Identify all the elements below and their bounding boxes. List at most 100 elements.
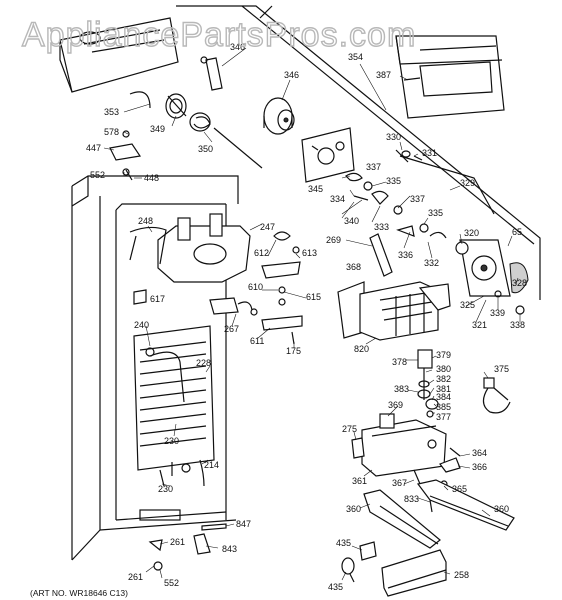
leader-lines — [103, 47, 521, 581]
mount-brackets-drawing — [261, 231, 303, 345]
callout-248: 248 — [138, 216, 153, 226]
callout-611: 611 — [250, 336, 264, 346]
callout-338: 338 — [510, 320, 525, 330]
callout-267: 267 — [224, 324, 239, 334]
callout-336: 336 — [398, 250, 413, 260]
callout-348: 346 — [230, 42, 245, 52]
callout-230-a: 230 — [164, 436, 179, 446]
callout-833: 833 — [404, 494, 419, 504]
spring-rod-drawing — [189, 112, 263, 169]
callout-435-b: 435 — [328, 582, 343, 592]
clip-617-drawing — [133, 289, 147, 305]
callout-339: 339 — [490, 308, 505, 318]
callout-228: 228 — [196, 358, 211, 368]
bottom-hardware-drawing — [148, 523, 227, 571]
callout-350: 350 — [198, 144, 213, 154]
cabinet-outline-drawing — [176, 5, 541, 300]
callout-345: 345 — [308, 184, 323, 194]
callout-610: 610 — [248, 282, 263, 292]
auger-drawing — [165, 93, 187, 119]
callout-368: 368 — [346, 262, 361, 272]
callout-329: 329 — [460, 178, 475, 188]
callout-381: 381 — [436, 384, 451, 394]
art-number: (ART NO. WR18646 C13) — [30, 588, 128, 598]
callout-330: 330 — [386, 132, 401, 142]
dispenser-housing-drawing — [351, 413, 461, 477]
dispenser-arms-drawing — [363, 479, 515, 549]
thermostat-drawing — [209, 297, 258, 316]
light-bulb-drawing — [341, 541, 377, 583]
callout-349: 349 — [150, 124, 165, 134]
callout-331: 331 — [422, 148, 437, 158]
callout-320: 320 — [464, 228, 479, 238]
callout-375: 375 — [494, 364, 509, 374]
rod-269-drawing — [369, 233, 393, 277]
mold-motor-drawing — [455, 239, 529, 315]
callout-321: 321 — [472, 320, 487, 330]
callout-258: 258 — [454, 570, 469, 580]
callout-382: 382 — [436, 374, 451, 384]
hardware-cluster-drawing — [345, 149, 447, 239]
callout-447: 447 — [86, 143, 101, 153]
callout-360-b: 360 — [494, 504, 509, 514]
callout-448: 448 — [144, 173, 159, 183]
watermark: AppliancePartsPros.com — [22, 16, 416, 54]
callout-261-a: 261 — [170, 537, 185, 547]
bracket-plate-drawing — [301, 127, 355, 183]
clip-348-drawing — [200, 56, 223, 91]
fan-motor-drawing — [129, 213, 251, 283]
callout-367: 367 — [392, 478, 407, 488]
callout-261-b: 261 — [128, 572, 143, 582]
callout-380: 380 — [436, 364, 451, 374]
callout-335-b: 335 — [428, 208, 443, 218]
callout-325: 325 — [460, 300, 475, 310]
callout-335-a: 335 — [386, 176, 401, 186]
callout-247: 247 — [260, 222, 275, 232]
callout-612: 612 — [254, 248, 269, 258]
evaporator-drawing — [133, 325, 215, 476]
callout-333: 333 — [374, 222, 389, 232]
callout-379: 379 — [436, 350, 451, 360]
callout-366: 366 — [472, 462, 487, 472]
motor-drum-drawing — [263, 97, 295, 135]
callout-labels: 346 346 354 387 353 349 578 350 447 552 … — [86, 42, 527, 592]
callout-269: 269 — [326, 235, 341, 245]
callout-337-a: 337 — [366, 162, 381, 172]
callout-214: 214 — [204, 460, 219, 470]
callout-377: 377 — [436, 412, 451, 422]
callout-383: 383 — [394, 384, 409, 394]
callout-275: 275 — [342, 424, 357, 434]
callout-617: 617 — [150, 294, 165, 304]
callout-65: 65 — [512, 227, 522, 237]
shelf-tray-drawing — [59, 17, 179, 109]
callout-578: 578 — [104, 127, 119, 137]
ice-maker-drawing — [337, 281, 451, 341]
callout-230-b: 230 — [158, 484, 173, 494]
callout-346: 346 — [284, 70, 299, 80]
callout-364: 364 — [472, 448, 487, 458]
callout-384: 384 — [436, 392, 451, 402]
callout-340: 340 — [344, 216, 359, 226]
small-left-parts-drawing — [109, 130, 142, 181]
callout-613: 613 — [302, 248, 317, 258]
callout-385: 385 — [436, 402, 451, 412]
callout-328: 328 — [512, 278, 527, 288]
callout-615: 615 — [306, 292, 321, 302]
rod-329-drawing — [399, 155, 495, 215]
callout-365: 365 — [452, 484, 467, 494]
callout-843: 843 — [222, 544, 237, 554]
callout-435-a: 435 — [336, 538, 351, 548]
callout-175: 175 — [286, 346, 301, 356]
callout-369: 369 — [388, 400, 403, 410]
callout-378: 378 — [392, 357, 407, 367]
callout-847: 847 — [236, 519, 251, 529]
wire-harness-drawing — [482, 377, 511, 414]
callout-337-b: 337 — [410, 194, 425, 204]
callout-360-a: 360 — [346, 504, 361, 514]
light-cover-drawing — [381, 549, 447, 597]
callout-334: 334 — [330, 194, 345, 204]
callout-354: 354 — [348, 52, 363, 62]
callout-552-bottom: 552 — [164, 578, 179, 588]
callout-387: 387 — [376, 70, 391, 80]
callout-332: 332 — [424, 258, 439, 268]
